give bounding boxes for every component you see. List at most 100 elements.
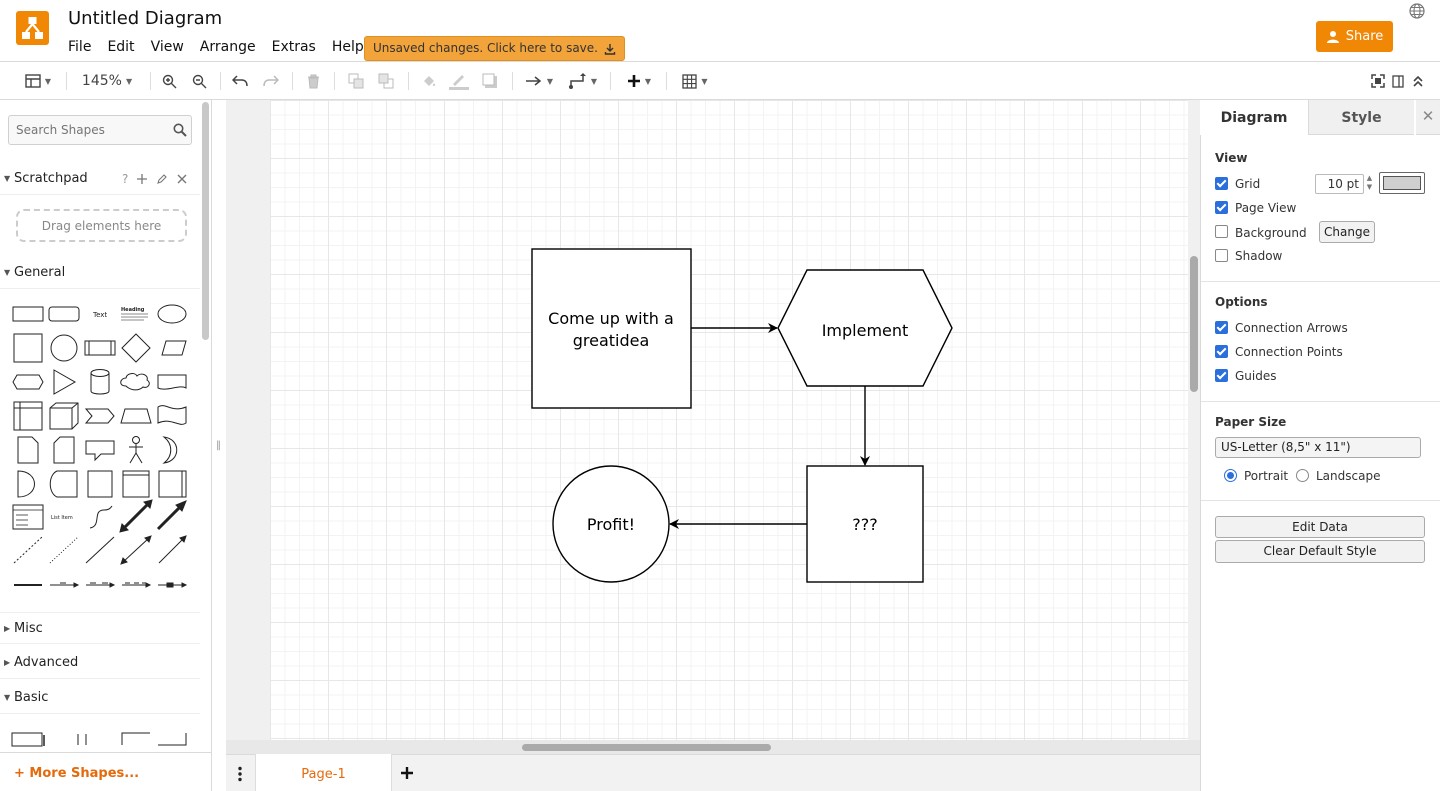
shadow-button[interactable]: [480, 71, 500, 91]
diagram-canvas[interactable]: Come up with a greatidea Implement ??? P…: [226, 100, 1200, 740]
idea-node[interactable]: [531, 248, 692, 409]
search-shapes-input[interactable]: [8, 115, 192, 145]
search-icon[interactable]: [173, 123, 187, 137]
menu-extras[interactable]: Extras: [271, 39, 316, 55]
edit-data-button[interactable]: Edit Data: [1215, 516, 1425, 538]
clear-default-style-button[interactable]: Clear Default Style: [1215, 540, 1425, 563]
guides-checkbox[interactable]: [1215, 369, 1228, 382]
data-storage-shape[interactable]: [49, 470, 78, 498]
insert-dropdown[interactable]: ▼: [622, 71, 656, 91]
parallelogram-shape[interactable]: [161, 340, 187, 356]
delay-shape[interactable]: [17, 470, 35, 498]
zoom-in-button[interactable]: [160, 71, 178, 91]
connection-style-dropdown[interactable]: ▼: [522, 71, 556, 91]
cloud-shape[interactable]: [120, 373, 150, 391]
background-checkbox[interactable]: [1215, 225, 1228, 238]
rounded-rectangle-shape[interactable]: [48, 306, 80, 322]
canvas-horizontal-scrollbar[interactable]: [522, 744, 771, 751]
misc-section-header[interactable]: ▶ Misc: [0, 612, 200, 644]
landscape-radio[interactable]: [1296, 469, 1309, 482]
swimlane-shape[interactable]: [158, 470, 187, 498]
grid-size-stepper[interactable]: ▲▼: [1366, 174, 1373, 191]
grid-page[interactable]: [270, 100, 1188, 740]
connector-3-labels-shape[interactable]: [122, 582, 152, 588]
line-color-button[interactable]: [449, 71, 469, 91]
menu-edit[interactable]: Edit: [107, 39, 135, 55]
step-shape[interactable]: [84, 408, 115, 424]
list-item-shape[interactable]: List Item: [51, 515, 73, 521]
process-shape[interactable]: [84, 340, 116, 356]
canvas-vertical-scrollbar[interactable]: [1190, 256, 1198, 392]
square-shape[interactable]: [13, 333, 43, 363]
bidirectional-connector-shape[interactable]: [120, 535, 152, 565]
basic-bars-shape[interactable]: [77, 734, 87, 745]
internal-storage-shape[interactable]: [13, 401, 43, 431]
change-background-button[interactable]: Change: [1319, 221, 1375, 243]
sidebar-scrollbar[interactable]: [202, 102, 209, 340]
zoom-dropdown[interactable]: 145%▼: [81, 73, 133, 89]
scratchpad-close-icon[interactable]: [177, 174, 187, 184]
document-shape[interactable]: [157, 374, 187, 390]
format-panel-button[interactable]: ▼: [20, 71, 56, 91]
directional-connector-shape[interactable]: [158, 535, 187, 564]
scratchpad-drop-zone[interactable]: Drag elements here: [16, 209, 187, 242]
line-shape[interactable]: [85, 536, 115, 564]
shadow-checkbox[interactable]: [1215, 249, 1228, 262]
connector-label-shape[interactable]: [50, 582, 80, 588]
language-globe-icon[interactable]: [1409, 3, 1425, 19]
text-shape[interactable]: Text: [92, 311, 107, 319]
diamond-shape[interactable]: [121, 333, 151, 363]
general-section-header[interactable]: ▼ General: [0, 257, 200, 289]
list-shape[interactable]: [12, 504, 44, 530]
rectangle-shape[interactable]: [12, 306, 44, 322]
menu-view[interactable]: View: [150, 39, 184, 55]
to-back-button[interactable]: [376, 71, 396, 91]
advanced-section-header[interactable]: ▶ Advanced: [0, 647, 200, 679]
implement-node[interactable]: [777, 269, 953, 387]
triangle-shape[interactable]: [53, 369, 77, 395]
close-panel-icon[interactable]: ✕: [1416, 100, 1440, 135]
or-shape[interactable]: [162, 436, 178, 464]
portrait-radio[interactable]: [1224, 469, 1237, 482]
circle-shape[interactable]: [50, 334, 78, 362]
page-tab-page-1[interactable]: Page-1: [255, 754, 392, 791]
arrow-shape[interactable]: [156, 500, 187, 531]
cylinder-shape[interactable]: [90, 369, 110, 395]
zoom-out-button[interactable]: [190, 71, 208, 91]
container-shape[interactable]: [87, 470, 113, 498]
note-shape[interactable]: [17, 436, 39, 464]
basic-corner-2-shape[interactable]: [158, 733, 187, 746]
basic-rectangle-shape[interactable]: [11, 732, 43, 747]
cube-shape[interactable]: [49, 402, 79, 430]
connector-symbol-shape[interactable]: [158, 582, 188, 588]
page-menu-icon[interactable]: [237, 766, 243, 782]
connection-points-checkbox[interactable]: [1215, 345, 1228, 358]
card-shape[interactable]: [53, 436, 75, 464]
redo-button[interactable]: [262, 71, 280, 91]
grid-checkbox[interactable]: [1215, 177, 1228, 190]
tape-shape[interactable]: [157, 405, 187, 425]
actor-shape[interactable]: [129, 436, 143, 464]
share-button[interactable]: Share: [1316, 21, 1393, 52]
grid-size-input[interactable]: 10 pt: [1315, 174, 1364, 194]
textbox-shape[interactable]: Heading: [121, 307, 148, 321]
basic-corner-shape[interactable]: [121, 732, 150, 745]
hexagon-shape[interactable]: [12, 374, 44, 390]
fill-color-button[interactable]: [419, 71, 439, 91]
paper-size-select[interactable]: US-Letter (8,5" x 11"): [1215, 437, 1421, 458]
grid-color-button[interactable]: [1379, 172, 1425, 194]
dashed-line-shape[interactable]: [13, 536, 43, 564]
curve-shape[interactable]: [89, 505, 113, 529]
fullscreen-button[interactable]: [1369, 71, 1387, 91]
menu-help[interactable]: Help: [331, 39, 364, 55]
sidebar-resize-handle[interactable]: ‖: [216, 440, 221, 451]
delete-button[interactable]: [304, 71, 322, 91]
unsaved-changes-button[interactable]: Unsaved changes. Click here to save.: [364, 36, 625, 61]
basic-section-header[interactable]: ▼ Basic: [0, 682, 200, 714]
drawio-logo[interactable]: [16, 11, 49, 45]
bidirectional-arrow-shape[interactable]: [119, 499, 153, 533]
trapezoid-shape[interactable]: [120, 408, 152, 424]
scratchpad-header[interactable]: ▼ Scratchpad ?: [0, 163, 200, 195]
more-shapes-button[interactable]: + More Shapes...: [0, 752, 211, 791]
connection-arrows-checkbox[interactable]: [1215, 321, 1228, 334]
